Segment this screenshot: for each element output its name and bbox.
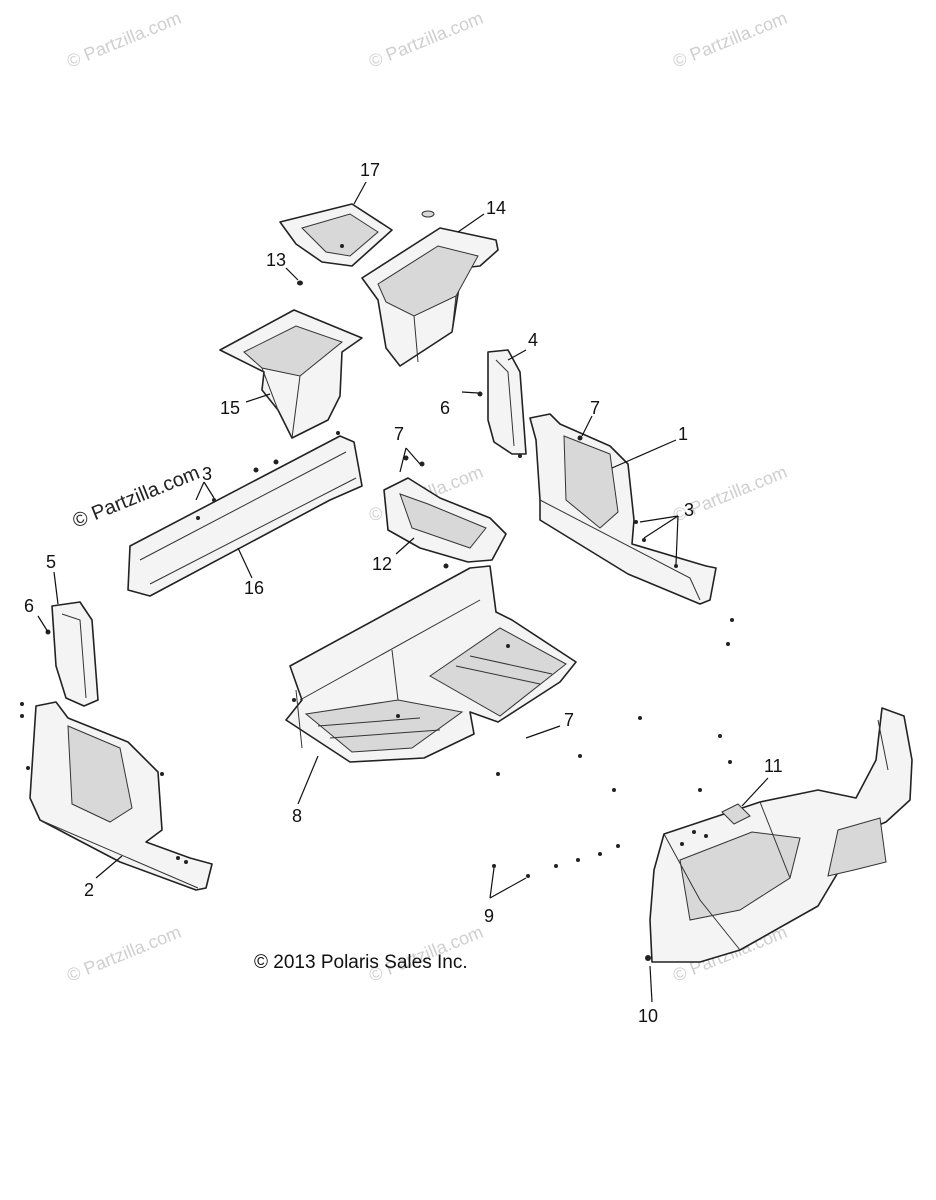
callout-labels: 17 14 13 15 4 6 7 1 3 7 3 16 12 5 6 7 8 … <box>24 160 783 1026</box>
watermark-top-center: © Partzilla.com <box>366 8 486 72</box>
callout-17: 17 <box>360 160 380 180</box>
callout-2: 2 <box>84 880 94 900</box>
callout-6-top: 6 <box>440 398 450 418</box>
part-1-right-rocker-panel <box>529 413 717 605</box>
part-13-fastener <box>297 280 303 286</box>
watermark-bottom-left: © Partzilla.com <box>64 922 184 986</box>
watermark-top-left: © Partzilla.com <box>64 8 184 72</box>
callout-14: 14 <box>486 198 506 218</box>
part-17-cup-holder-insert <box>279 203 393 267</box>
part-8-floor-pan <box>285 563 577 763</box>
callout-7-right: 7 <box>590 398 600 418</box>
callout-8: 8 <box>292 806 302 826</box>
leader-lines <box>37 181 769 1003</box>
watermark-top-right: © Partzilla.com <box>670 8 790 72</box>
part-14-storage-bin <box>361 210 499 367</box>
part-2-left-rocker-panel <box>20 701 213 891</box>
part-12-center-support <box>383 455 507 563</box>
callout-7-center: 7 <box>394 424 404 444</box>
callout-3-right: 3 <box>684 500 694 520</box>
part-5-bracket <box>45 601 99 707</box>
callout-5: 5 <box>46 552 56 572</box>
part-15-storage-bin <box>219 309 363 439</box>
copyright-notice: © 2013 Polaris Sales Inc. <box>254 952 468 973</box>
callout-15: 15 <box>220 398 240 418</box>
callout-4: 4 <box>528 330 538 350</box>
callout-3-left: 3 <box>202 464 212 484</box>
callout-7-bottom: 7 <box>564 710 574 730</box>
callout-1: 1 <box>678 424 688 444</box>
callout-9: 9 <box>484 906 494 926</box>
callout-6-left: 6 <box>24 596 34 616</box>
part-4-bracket <box>477 349 527 458</box>
part-9-fasteners <box>492 618 734 878</box>
callout-11: 11 <box>764 756 783 776</box>
callout-12: 12 <box>372 554 392 574</box>
part-11-decal <box>721 803 751 825</box>
part-10-rear-cargo-panel <box>645 707 913 963</box>
callout-10: 10 <box>638 1006 658 1026</box>
part-16-console-rail <box>127 431 363 597</box>
callout-16: 16 <box>244 578 264 598</box>
callout-13: 13 <box>266 250 286 270</box>
